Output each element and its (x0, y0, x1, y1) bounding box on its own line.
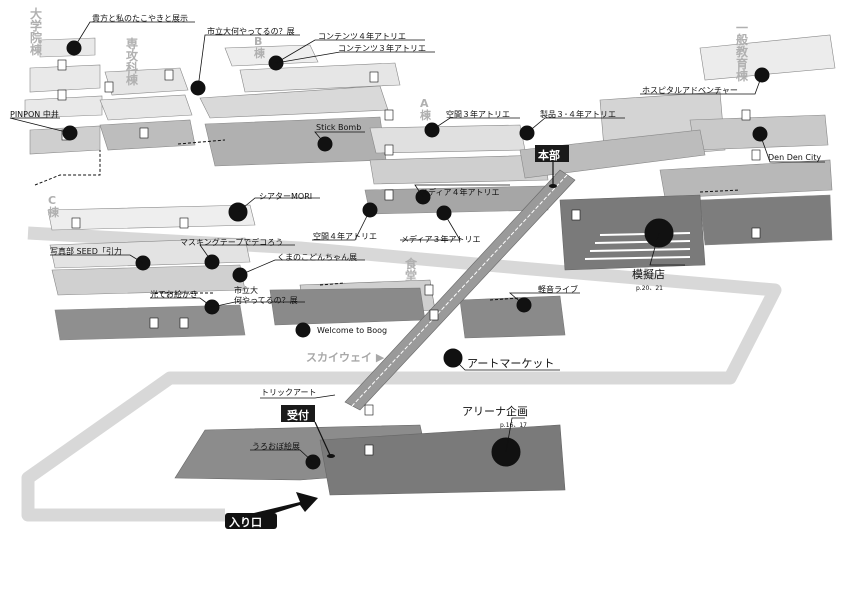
label-masking[interactable]: マスキングテープでデコろう (180, 238, 284, 247)
play-arrow-icon: ▶ (375, 351, 385, 364)
label-kumamon[interactable]: くまのこどんちゃん展 (277, 253, 357, 262)
label-uroobo[interactable]: うろおぼ絵展 (252, 442, 300, 451)
label-media4[interactable]: メディア４年アトリエ (420, 188, 500, 197)
label-shiritsu2-b[interactable]: 何やってるの？展 (234, 296, 298, 305)
label-kuukan3[interactable]: 空間３年アトリエ (446, 110, 510, 119)
building-label-c: C棟 (48, 194, 59, 219)
building-label-shokudo: 食堂 (405, 257, 418, 283)
building-label-senkou: 専攻科棟 (126, 37, 139, 87)
label-contents4[interactable]: コンテンツ４年アトリエ (318, 32, 406, 41)
label-trickart[interactable]: トリックアート (261, 388, 317, 397)
label-seihin34[interactable]: 製品３･４年アトリエ (540, 110, 616, 119)
label-mogiten-page: p.20、21 (636, 285, 663, 292)
label-hikari[interactable]: 光でお絵かき (150, 290, 198, 299)
label-arena-page: p.16、17 (500, 422, 527, 429)
dashed-connectors (34, 139, 741, 301)
building-label-b: B棟 (254, 35, 265, 60)
corridor-a-ippan (519, 129, 706, 179)
building-label-a: A棟 (420, 97, 431, 122)
label-underlines (9, 21, 825, 463)
walking-route (21, 226, 782, 522)
skyway-label: スカイウェイ ▶ (306, 351, 385, 364)
label-pinpon[interactable]: PINPON 中井 (10, 110, 59, 119)
building-label-daigakuin: 大学院棟 (30, 7, 43, 57)
label-shashinbu[interactable]: 写真部 SEED「引力 (50, 247, 122, 256)
label-shiritsu2-a[interactable]: 市立大 (234, 286, 258, 295)
skyway[interactable] (344, 169, 576, 411)
uketsuke-marker[interactable] (281, 405, 335, 458)
label-welcome[interactable]: Welcome to Boog (317, 326, 388, 335)
label-artmarket[interactable]: アートマーケット (467, 357, 555, 370)
label-theater[interactable]: シアターMORI (259, 192, 313, 201)
building-b[interactable] (199, 44, 401, 167)
label-contents3[interactable]: コンテンツ３年アトリエ (338, 44, 426, 53)
label-dendencity[interactable]: Den Den City (768, 153, 822, 162)
tag-entrance[interactable]: 入り口 (229, 516, 262, 529)
label-stickbomb[interactable]: Stick Bomb (316, 123, 362, 132)
entrance-tag-bg (225, 513, 277, 529)
honbu-marker[interactable] (535, 145, 569, 188)
label-kuukan4[interactable]: 空間４年アトリエ (313, 232, 377, 241)
label-mogiten[interactable]: 模擬店 (632, 268, 665, 281)
label-keion[interactable]: 軽音ライブ (538, 285, 578, 294)
label-media3[interactable]: メディア３年アトリエ (401, 235, 481, 244)
facility-markers (57, 59, 761, 456)
tag-honbu[interactable]: 本部 (538, 149, 560, 162)
building-shokudo[interactable] (269, 279, 566, 339)
label-shiritsu-dainani[interactable]: 市立大何やってるの？展 (207, 27, 295, 36)
label-kashikata[interactable]: 貴方と私のたこやきと展示 (92, 14, 188, 23)
tag-uketsuke[interactable]: 受付 (287, 409, 309, 422)
label-arena[interactable]: アリーナ企画 (462, 405, 528, 418)
label-hospital[interactable]: ホスピタルアドベンチャー (642, 86, 738, 95)
building-label-ippan: 一般教育棟 (736, 21, 749, 83)
